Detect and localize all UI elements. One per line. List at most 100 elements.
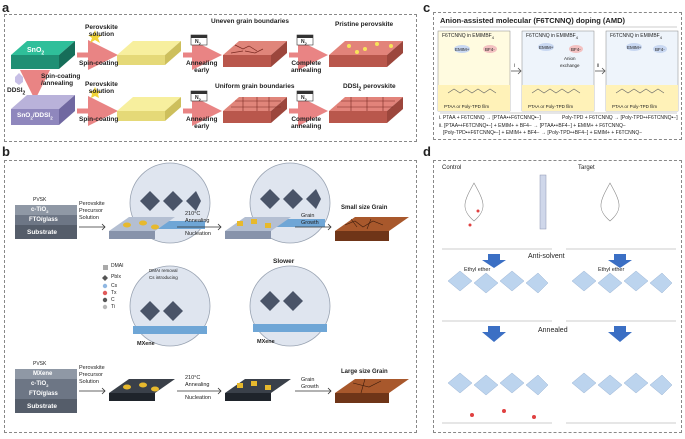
mxene-bottom-label: MXene — [33, 371, 53, 377]
substrate-top-label: Substrate — [27, 229, 57, 236]
crystal-blocks — [447, 270, 673, 396]
defect-markers — [468, 209, 536, 419]
panel-d-diagram — [442, 174, 676, 424]
sno2-ddsi-substrate — [11, 95, 75, 125]
fto-bottom-label: FTO/glass — [29, 391, 58, 397]
nucleation-tile-top — [109, 217, 175, 239]
legend-markers — [102, 265, 108, 310]
step-i-label: i — [514, 63, 516, 69]
dmai-removal-label: DMAI removal Cs introducing — [149, 268, 178, 280]
ddsi-label: DDSI2 — [7, 87, 26, 97]
emim-ion-2: EMIM+ — [539, 45, 554, 50]
pvsk-top-label: PVSK — [33, 197, 47, 203]
legend-pbix: PbIx — [111, 274, 122, 280]
equation-2a: ii. [PTAA•+F6TCNNQ•−] + EMIM+ + BF4− → [… — [439, 123, 626, 129]
yellow-film-top — [117, 41, 181, 65]
pvsk-bottom-label: PVSK — [33, 361, 47, 367]
target-label: Target — [578, 165, 595, 171]
annealed-tile-top — [225, 217, 291, 239]
pristine-label: Pristine perovskite — [335, 21, 394, 28]
uniform-label: Uniform grain boundaries — [215, 83, 295, 90]
film-label-1: PTAA or Poly-TPD film — [444, 104, 490, 109]
target-droplet — [600, 182, 620, 222]
fto-top-label: FTO/glass — [29, 217, 58, 223]
control-label: Control — [442, 165, 462, 171]
small-grain-label: Small size Grain — [341, 205, 388, 211]
n2-top-label: N2 — [195, 39, 201, 46]
emim-ion-1: EMIM+ — [455, 47, 470, 52]
mxene-zoom-label-2: MXene — [257, 339, 275, 345]
nucleation-top: Nucleation — [185, 231, 211, 237]
emim-ion-3: EMIM+ — [627, 45, 642, 50]
spin-coating-top: Spin-coating — [79, 60, 119, 67]
precursor-top: Perovskite Precursor Solution — [79, 201, 105, 221]
panel-a-diagram — [11, 30, 403, 126]
n2-bottom-label: N2 — [195, 95, 201, 102]
n2-top-label2: N2 — [301, 39, 307, 46]
n2-box-bottom — [190, 90, 208, 102]
annealing-bottom: 210°C Annealing — [185, 375, 210, 388]
uniform-film — [223, 97, 287, 123]
sno2-substrate — [11, 41, 75, 69]
legend-tx: Tx — [111, 290, 117, 296]
ddsi-perovskite-film — [329, 97, 403, 123]
uneven-film — [223, 41, 287, 67]
n2-box-bottom2 — [296, 90, 314, 102]
legend-ti: Ti — [111, 304, 115, 310]
perovskite-drop-icon-2 — [89, 87, 101, 98]
complete-annealing-top: Complete annealing — [291, 60, 322, 74]
uneven-label: Uneven grain boundaries — [211, 18, 290, 25]
mxene-zoom-label: MXene — [137, 341, 155, 347]
box1-title: F6TCNNQ in EMIMBF4 — [442, 33, 494, 40]
slower-label: Slower — [273, 258, 295, 265]
panel-a: SnO2 Perovskite solution Spin-coating N2… — [4, 14, 417, 142]
ethyl-ether-right: Ethyl ether — [598, 267, 625, 273]
pristine-film — [329, 41, 403, 67]
grain-tile-top — [335, 217, 409, 241]
box3-title: F6TCNNQ in EMIMBF4 — [610, 33, 662, 40]
blue-arrows — [482, 254, 632, 342]
substrate-stack-bottom — [15, 369, 77, 413]
box2-title: F6TCNNQ in EMIMBF4 — [526, 33, 578, 40]
doping-box-2 — [521, 30, 595, 112]
sno2-label: SnO2 — [27, 47, 45, 57]
large-grain-label: Large size Grain — [341, 369, 388, 375]
film-label-3: PTAA or Poly-TPD film — [612, 104, 658, 109]
bf4-ion-3: BF4- — [655, 47, 665, 52]
n2-box-top2 — [296, 34, 314, 46]
spin-coating-bottom: Spin-coating — [79, 116, 119, 123]
annealing-early-bottom: Annealing early — [186, 116, 218, 130]
amd-title: Anion-assisted molecular (F6TCNNQ) dopin… — [440, 16, 626, 25]
equation-1a: i. PTAA + F6TCNNQ → [PTAA•+F6TCNNQ•−] — [439, 115, 541, 121]
annealing-top: 210°C Annealing — [185, 211, 210, 224]
nucleation-tile-bottom — [109, 379, 175, 401]
film-label-2: PTAA or Poly-TPD film — [528, 104, 574, 109]
panel-label-a: a — [2, 0, 10, 15]
substrate-stack-top — [15, 205, 77, 239]
panel-label-c: c — [423, 0, 431, 15]
anion-exchange-label: Anion exchange — [560, 56, 580, 68]
ctio2-bottom-label: c-TiO2 — [31, 381, 49, 389]
spin-coating-annealing: Spin-coating /annealing — [41, 73, 81, 87]
grain-growth-top: Grain Growth — [301, 213, 319, 226]
n2-box-top — [190, 34, 208, 46]
annealed-label: Annealed — [538, 327, 568, 334]
bf4-ion-1: BF4- — [485, 47, 495, 52]
panel-b-arrows — [79, 223, 332, 395]
ethyl-ether-left: Ethyl ether — [464, 267, 491, 273]
ddsi-perovskite-label: DDSI2 perovskite — [343, 83, 396, 93]
legend-cs: Cs — [111, 283, 118, 289]
perovskite-solution-bottom: Perovskite solution — [85, 81, 118, 95]
control-droplet — [464, 182, 484, 222]
perovskite-solution-top: Perovskite solution — [85, 24, 118, 38]
doping-box-1 — [437, 30, 511, 112]
panel-d: Control Target Anti-solvent Ethyl ether … — [433, 160, 682, 433]
complete-annealing-bottom: Complete annealing — [291, 116, 322, 130]
equation-1b: Poly-TPD + F6TCNNQ → [Poly-TPD•+F6TCNNQ•… — [562, 115, 678, 121]
sno2-ddsi-label: SnO2/DDSI2 — [17, 112, 53, 121]
film-lines — [442, 248, 676, 424]
anti-solvent-label: Anti-solvent — [528, 253, 565, 260]
grain-tile-bottom — [335, 378, 409, 403]
step-arrow-2 — [595, 67, 606, 75]
yellow-film-bottom — [117, 97, 181, 121]
